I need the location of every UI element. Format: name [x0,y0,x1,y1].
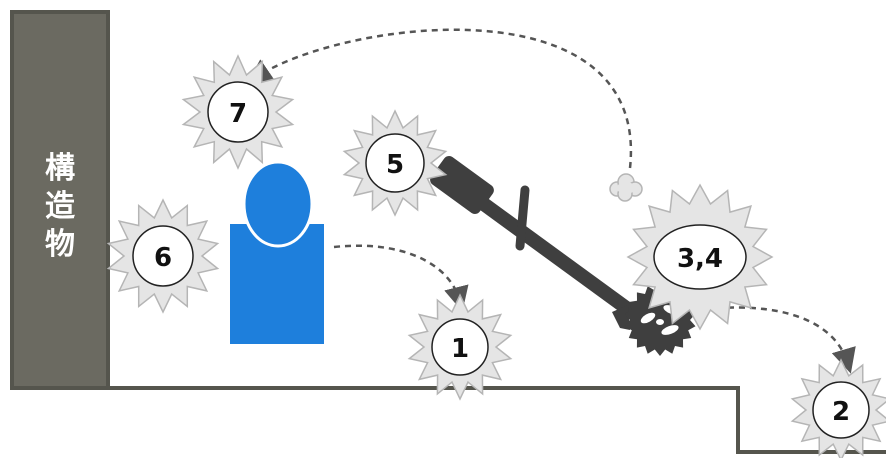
ground-line [108,386,886,454]
structure-wall [10,10,110,390]
hazard-marker-1: 1 [407,293,513,401]
hazard-marker-3-4: 3,4 [626,183,774,331]
structure-label-char-2: 造 [45,189,75,224]
hazard-label-5: 5 [386,150,404,180]
hazard-label-7: 7 [229,99,247,129]
structure-label-char-3: 物 [45,227,75,262]
hazard-label-1: 1 [451,334,469,364]
hazard-label-2: 2 [832,397,850,427]
arrow-to-7 [246,28,633,169]
worker-figure [230,160,324,344]
arrow-to-1 [333,244,469,312]
arrow-to-2 [694,306,856,374]
hazard-marker-2: 2 [790,358,886,462]
hazard-marker-6: 6 [106,198,220,314]
hazard-marker-5: 5 [342,109,448,217]
debris-cloud [609,173,643,202]
hazard-label-6: 6 [154,243,172,273]
hazard-label-3-4: 3,4 [677,244,723,274]
structure-label: 構 造 物 [12,150,108,264]
hazard-marker-7: 7 [181,54,295,170]
hazard-markers: 7 5 6 3,4 1 2 [106,54,886,462]
structure-label-char-1: 構 [45,151,75,186]
